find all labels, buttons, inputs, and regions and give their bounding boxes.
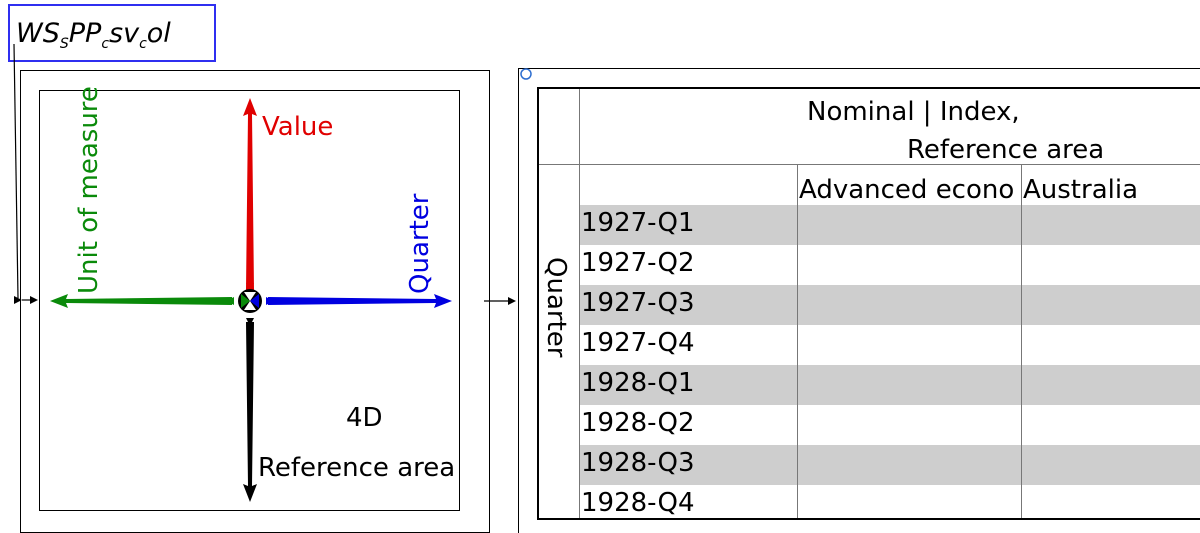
- row-label: 1927-Q2: [581, 248, 695, 278]
- row-label: 1928-Q1: [581, 368, 695, 398]
- table-row: 1928-Q3: [579, 445, 1200, 485]
- dimensions-label: 4D: [346, 403, 383, 433]
- quarter-arrow: [268, 294, 452, 308]
- column-divider-1: [797, 165, 798, 518]
- row-label: 1927-Q4: [581, 328, 695, 358]
- row-axis-divider: [579, 89, 580, 518]
- row-label: 1927-Q3: [581, 288, 695, 318]
- table-row: 1928-Q4: [579, 485, 1200, 518]
- value-label: Value: [262, 112, 334, 142]
- reference-area-arrow: [243, 322, 257, 502]
- row-label: 1928-Q2: [581, 408, 695, 438]
- title-text: WSSPPcsvcol: [16, 18, 171, 52]
- center-blue-tick: [266, 297, 274, 305]
- corner-small-icon: [520, 68, 532, 80]
- title-box: [8, 4, 216, 62]
- quarter-label: Quarter: [405, 193, 435, 294]
- table-row: 1927-Q1: [579, 205, 1200, 245]
- table-row: 1927-Q3: [579, 285, 1200, 325]
- table-row: 1927-Q4: [579, 325, 1200, 365]
- center-green-tick: [226, 297, 234, 305]
- frame-entry-arrowhead: [30, 296, 38, 304]
- column-header-advanced: Advanced econo: [799, 175, 1015, 205]
- row-label: 1928-Q4: [581, 488, 695, 518]
- center-node-blue: [250, 294, 259, 308]
- unit-arrow: [50, 294, 232, 308]
- center-node-top: [244, 292, 256, 301]
- center-node-green: [241, 294, 250, 308]
- column-header-australia: Australia: [1023, 175, 1139, 205]
- header-divider: [539, 164, 1200, 165]
- header-line-2: Reference area: [907, 135, 1105, 165]
- table-row: 1928-Q2: [579, 405, 1200, 445]
- value-arrow: [243, 98, 257, 290]
- table-outer-left-line: [518, 68, 519, 533]
- reference-area-label: Reference area: [258, 453, 456, 483]
- table-row: 1927-Q2: [579, 245, 1200, 285]
- diagram-inner-frame: [39, 90, 460, 511]
- header-line-1: Nominal | Index,: [807, 97, 1020, 127]
- center-node-bottom: [244, 301, 256, 310]
- center-black-tick: [246, 318, 254, 326]
- row-label: 1928-Q3: [581, 448, 695, 478]
- diagram-to-table-arrowhead: [508, 297, 516, 305]
- unit-of-measure-label: Unit of measure: [74, 86, 104, 294]
- column-divider-2: [1021, 165, 1022, 518]
- title-connector-line: [13, 43, 19, 299]
- table-outer-top-line: [518, 68, 1200, 69]
- center-red-tick: [246, 276, 254, 284]
- pivot-table: Nominal | Index, Reference area Advanced…: [537, 87, 1200, 520]
- row-label: 1927-Q1: [581, 208, 695, 238]
- title-connector-arrowhead: [14, 296, 22, 304]
- row-axis-label: Quarter: [541, 257, 571, 358]
- table-row: 1928-Q1: [579, 365, 1200, 405]
